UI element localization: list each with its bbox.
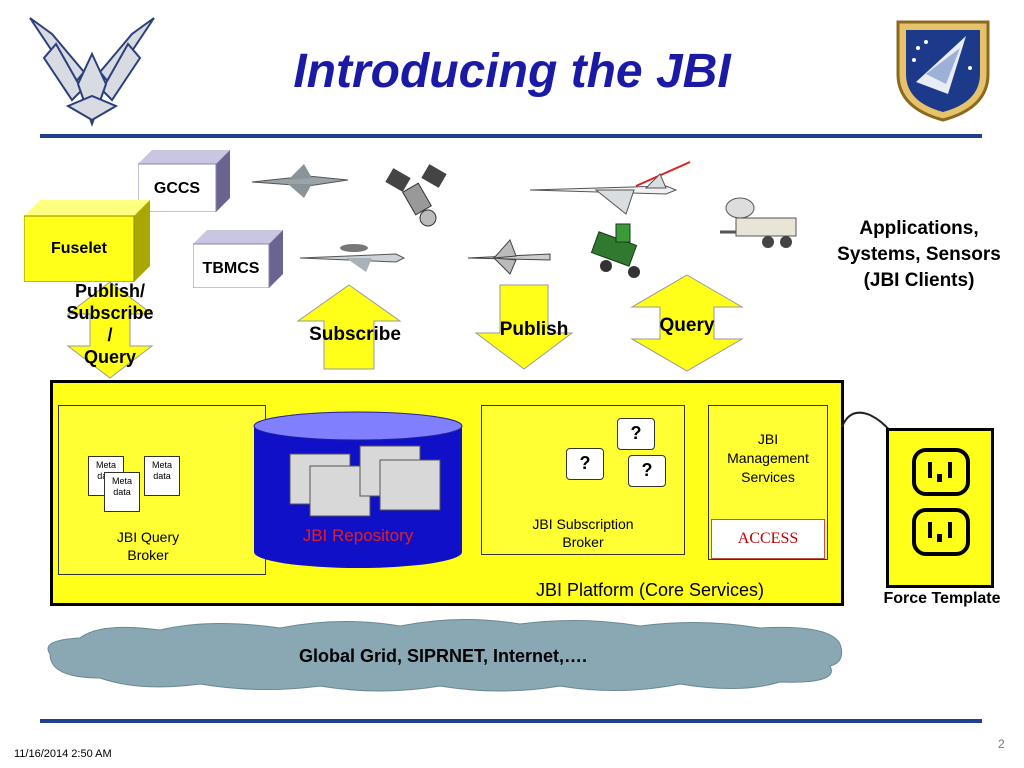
management-line1: JBI — [757, 431, 779, 447]
access-box: ACCESS — [711, 519, 825, 559]
airliner-icon — [529, 161, 691, 215]
pubsub-line4: Query — [83, 347, 137, 367]
pubsub-double-arrow — [66, 281, 154, 379]
publish-label: Publish — [499, 319, 569, 340]
awacs-aircraft-icon — [299, 244, 406, 272]
metadata-doc-2: Meta data — [144, 456, 180, 496]
outlet-socket-top-icon — [912, 448, 970, 496]
satellite-icon — [385, 164, 447, 227]
top-divider — [40, 134, 982, 138]
force-template-label: Force Template — [883, 590, 1001, 607]
platform-label: JBI Platform (Core Services) — [535, 580, 765, 600]
subscription-broker-line2: Broker — [562, 534, 604, 550]
pubsub-line2: Subscribe — [66, 303, 154, 323]
clients-label-line1: Applications, — [859, 218, 979, 239]
query-label: Query — [659, 315, 715, 336]
management-services-label: JBI Management Services — [708, 430, 828, 487]
subscription-broker-label: JBI Subscription Broker — [481, 515, 685, 551]
tbmcs-label: TBMCS — [202, 260, 260, 277]
query-broker-line1: JBI Query — [116, 529, 180, 545]
pubsub-line1: Publish/ — [74, 281, 145, 301]
query-broker-line2: Broker — [127, 547, 169, 563]
subscribe-up-arrow — [296, 284, 402, 370]
pubsub-arrow-label: Publish/ Subscribe / Query — [46, 280, 174, 368]
repository-label: JBI Repository — [302, 526, 414, 545]
management-line3: Services — [741, 469, 795, 485]
uav-drone-icon — [467, 239, 551, 275]
research-laboratory-seal — [896, 20, 990, 122]
metadata-doc-3: Meta data — [104, 472, 140, 512]
query-double-arrow — [630, 274, 744, 372]
subscribe-label: Subscribe — [309, 324, 401, 345]
fighter-jet-icon — [251, 164, 349, 198]
subscription-broker-line1: JBI Subscription — [532, 516, 634, 532]
gccs-box — [138, 150, 230, 212]
question-mark-2: ? — [566, 448, 604, 480]
ground-vehicle-icon — [590, 223, 640, 278]
question-mark-3: ? — [628, 455, 666, 487]
pubsub-line3: / — [107, 325, 113, 345]
fuselet-label: Fuselet — [50, 240, 107, 257]
query-broker-label: JBI Query Broker — [58, 528, 238, 564]
tbmcs-box — [193, 230, 283, 288]
repository-cylinder — [253, 411, 463, 568]
fuselet-box — [24, 200, 150, 282]
gccs-label: GCCS — [153, 180, 201, 197]
management-line2: Management — [727, 450, 809, 466]
clients-label: Applications, Systems, Sensors (JBI Clie… — [814, 216, 1024, 294]
page-number: 2 — [998, 737, 1005, 751]
publish-down-arrow — [474, 284, 574, 370]
clients-label-line3: (JBI Clients) — [863, 270, 975, 291]
radar-trailer-icon — [720, 197, 797, 248]
global-grid-label: Global Grid, SIPRNET, Internet,…. — [298, 646, 588, 666]
bottom-divider — [40, 719, 982, 723]
clients-label-line2: Systems, Sensors — [837, 244, 1001, 265]
footer-date: 11/16/2014 2:50 AM — [14, 748, 112, 760]
global-grid-cloud — [47, 618, 843, 692]
slide-title: Introducing the JBI — [293, 45, 731, 98]
question-mark-1: ? — [617, 418, 655, 450]
air-force-wings-logo — [29, 17, 155, 128]
outlet-socket-bottom-icon — [912, 508, 970, 556]
